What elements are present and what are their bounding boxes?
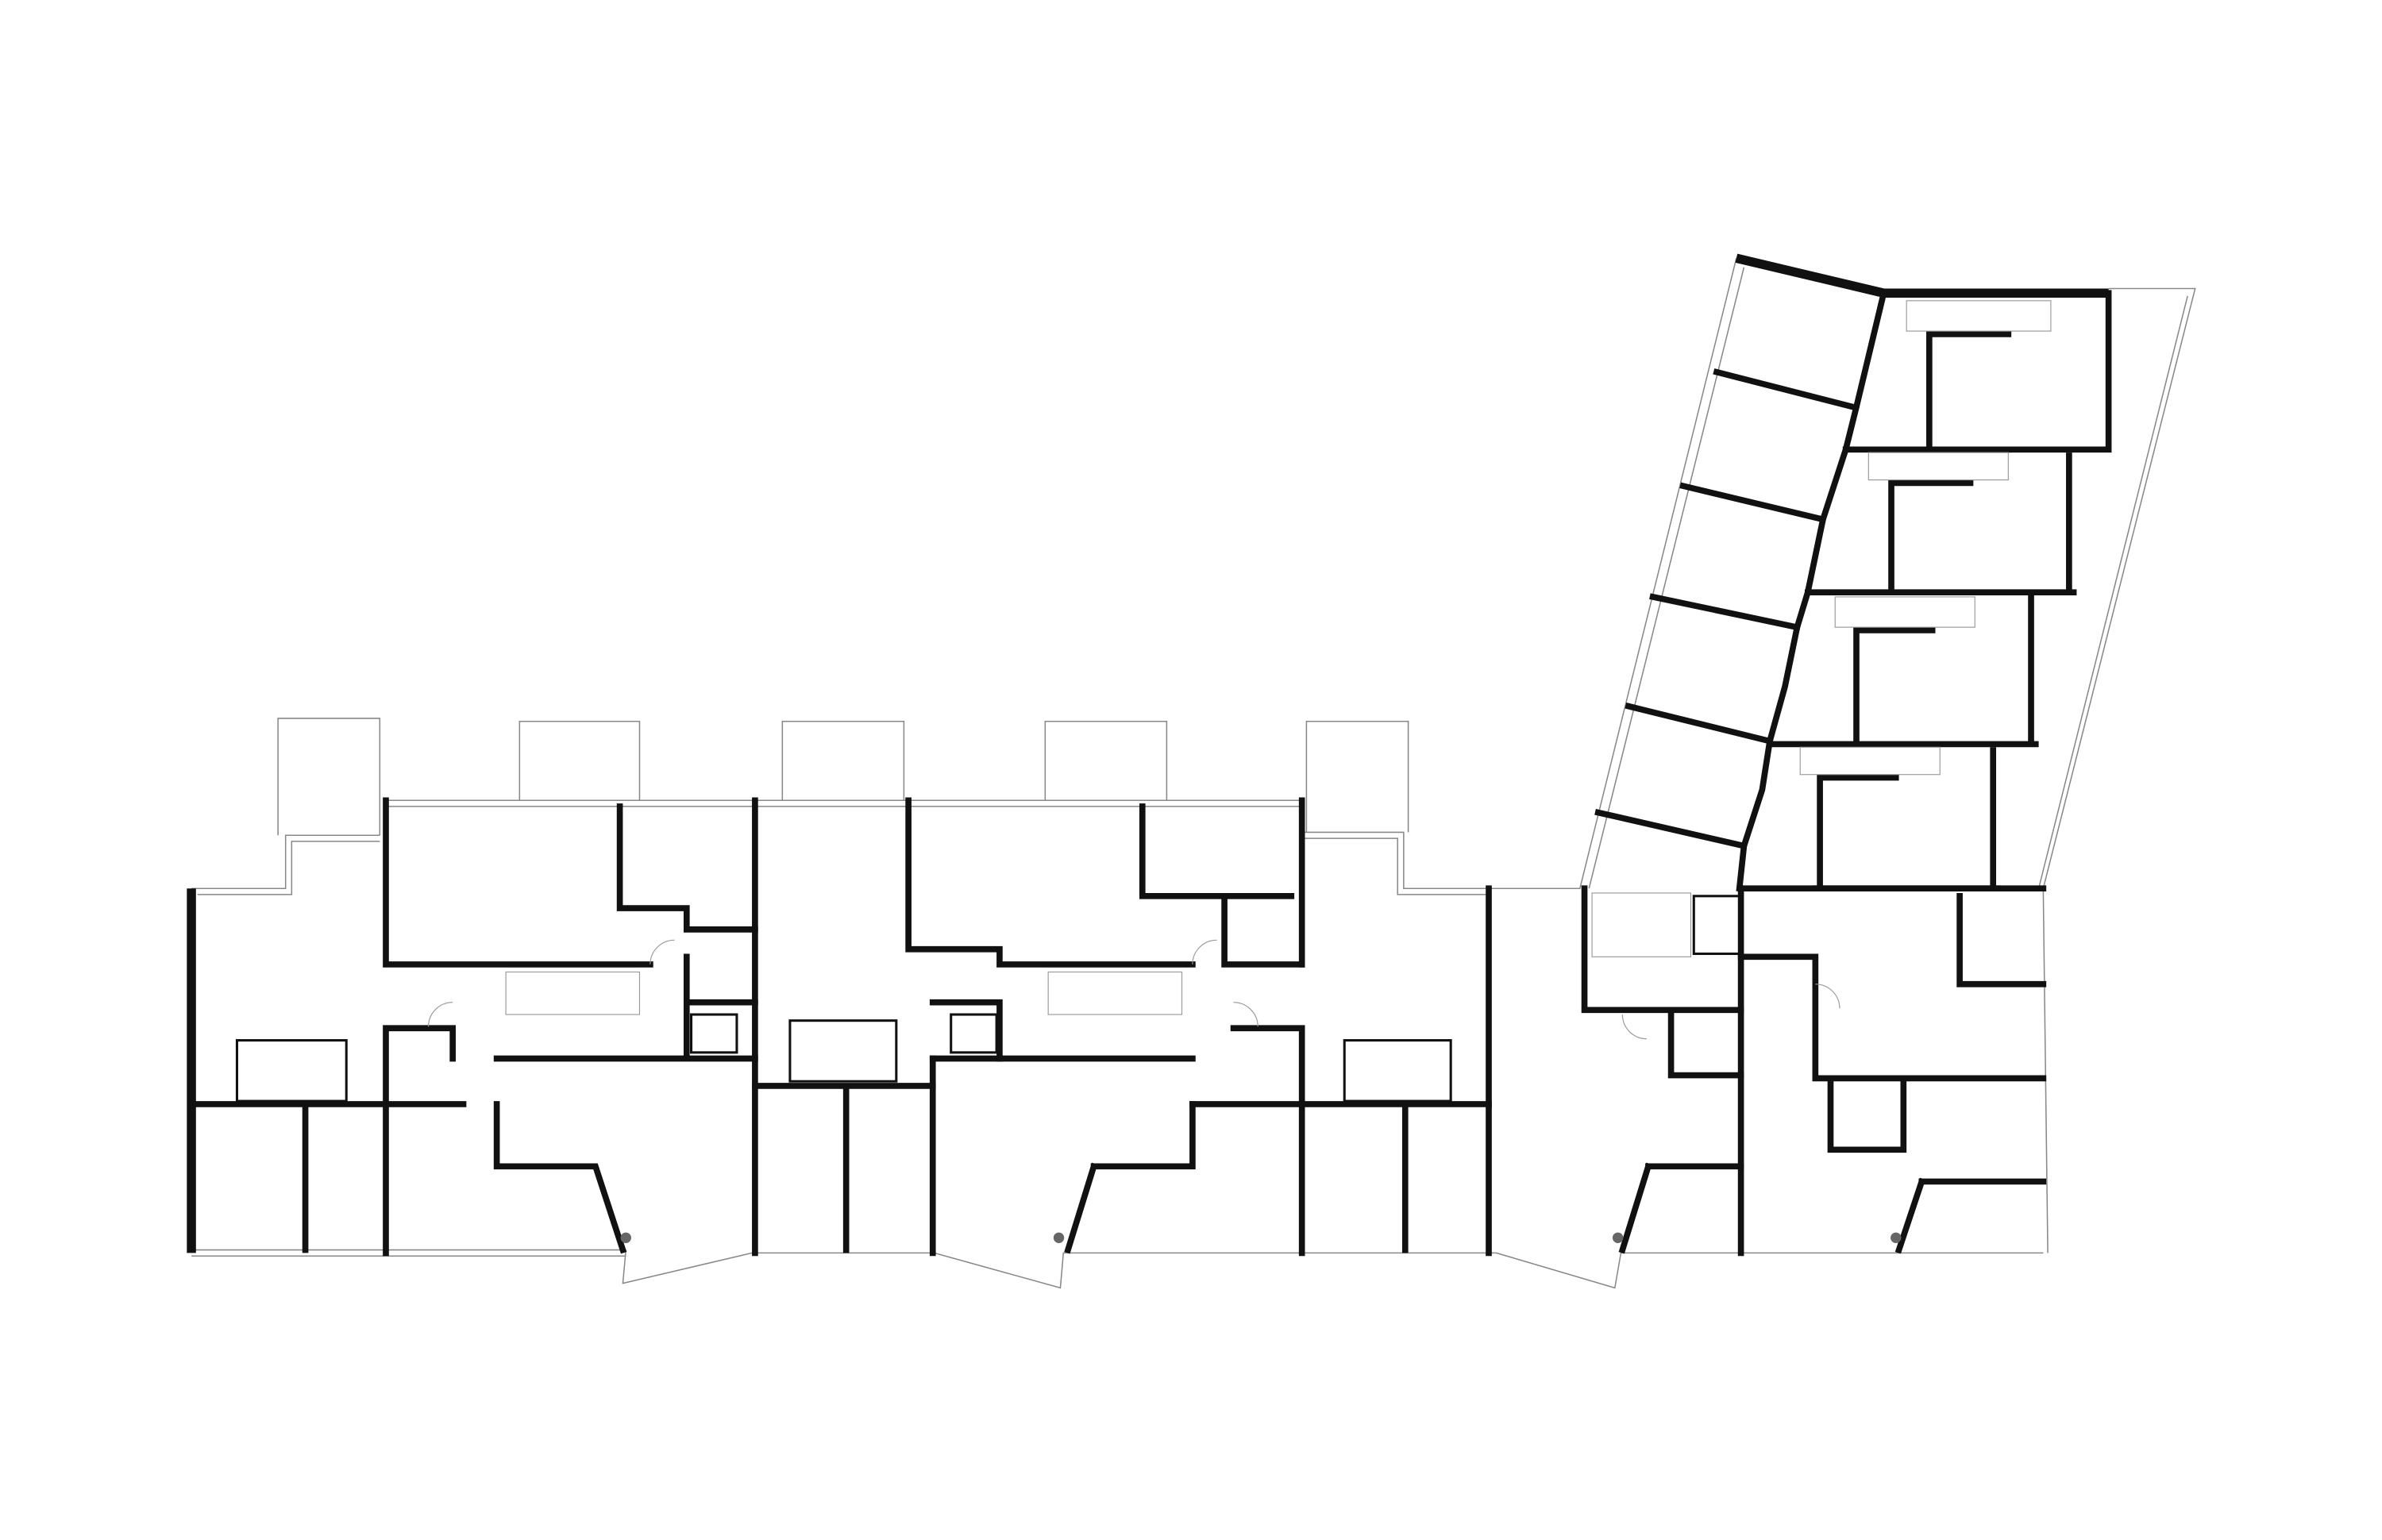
marker: [1612, 1232, 1624, 1243]
stairs: [235, 300, 2052, 1103]
doors: [427, 939, 1840, 1040]
facade-glazing: [191, 258, 2196, 1289]
marker: [620, 1232, 631, 1243]
marker: [1891, 1232, 1902, 1243]
column-markers: [620, 1232, 1902, 1243]
balconies: [277, 718, 1409, 836]
marker: [1053, 1232, 1065, 1243]
walls: [187, 253, 2112, 1257]
